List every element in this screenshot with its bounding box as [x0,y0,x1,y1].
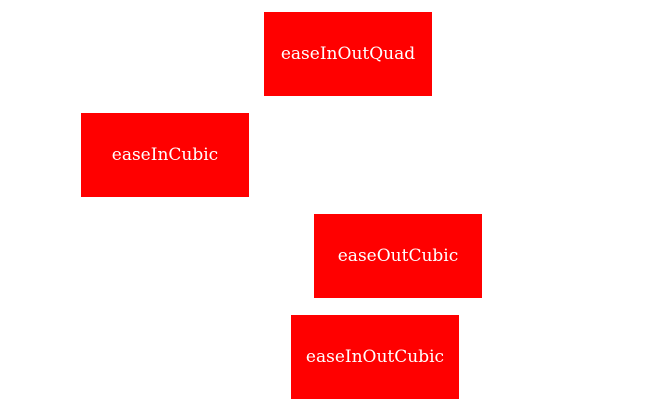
ease-in-cubic-box[interactable]: easeInCubic [81,113,249,197]
ease-in-out-quad-box[interactable]: easeInOutQuad [264,12,432,96]
ease-out-cubic-box[interactable]: easeOutCubic [314,214,482,298]
ease-in-out-cubic-box[interactable]: easeInOutCubic [291,315,459,399]
box-label: easeInOutQuad [280,44,416,64]
box-label: easeOutCubic [337,246,459,266]
box-label: easeInOutCubic [305,347,445,367]
box-label: easeInCubic [111,145,219,165]
